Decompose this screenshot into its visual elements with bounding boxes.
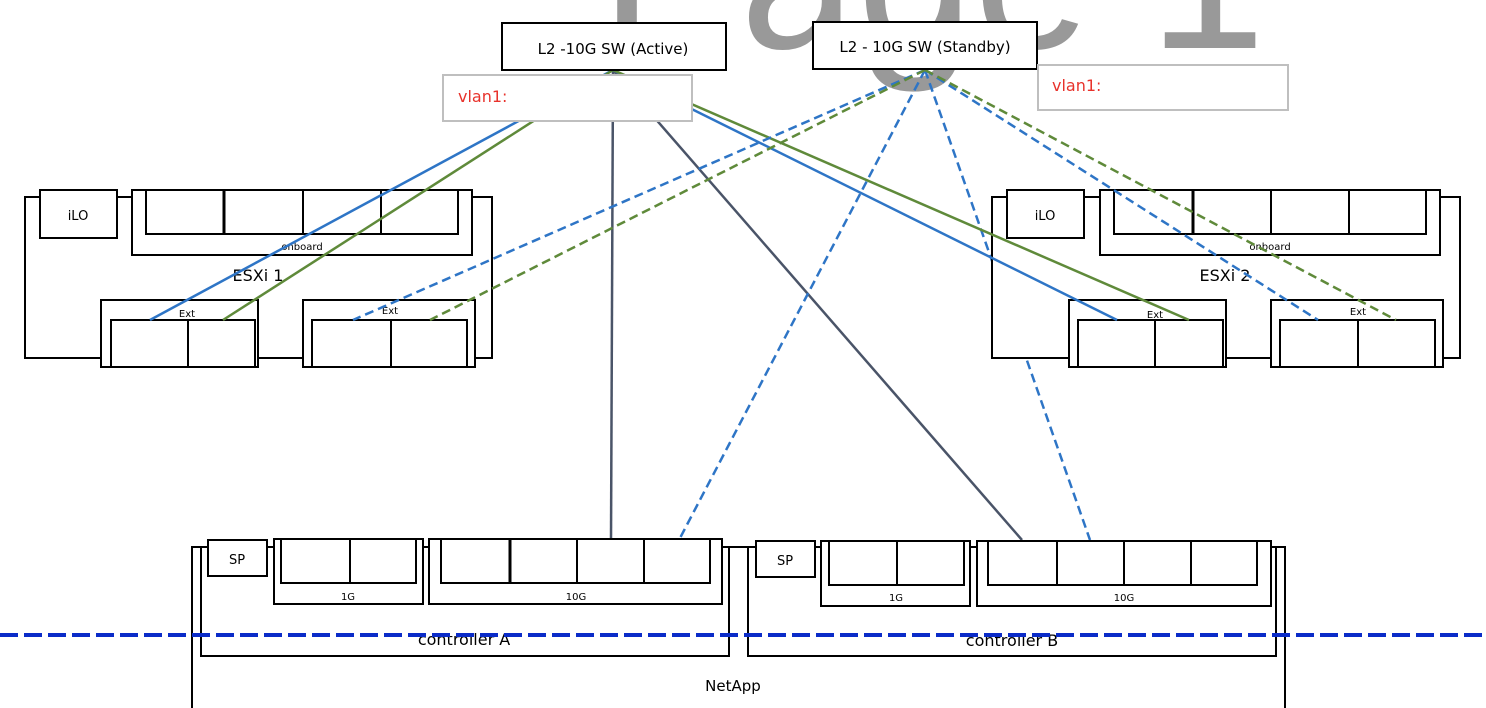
esxi-2-ext-2-label: Ext xyxy=(1350,307,1366,318)
link-active-esxi2-ext1-p1 xyxy=(612,68,1118,322)
netapp-label: NetApp xyxy=(705,677,761,695)
controller-a-sp[interactable] xyxy=(207,539,268,577)
esxi-1-ext-2-ports xyxy=(311,319,468,368)
esxi-2-name: ESXi 2 xyxy=(1200,266,1251,285)
esxi-1-ilo-label: iLO xyxy=(68,209,89,224)
controller-a-1g-label: 1G xyxy=(341,592,355,603)
standby-switch-label: L2 - 10G SW (Standby) xyxy=(839,38,1010,56)
standby-switch[interactable]: L2 - 10G SW (Standby) xyxy=(812,21,1038,70)
esxi-2-ext-1-ports xyxy=(1077,319,1224,368)
link-standby-esxi1-ext2-p2 xyxy=(429,68,926,322)
controller-b-sp-label: SP xyxy=(777,554,793,569)
esxi-1-ext-1-ports xyxy=(110,319,256,368)
esxi-1-ext-2-label: Ext xyxy=(382,306,398,317)
controller-a-10g-ports xyxy=(440,538,711,584)
esxi-2-ext-1-label: Ext xyxy=(1147,310,1163,321)
active-vlan-box[interactable] xyxy=(442,74,693,122)
active-switch-box[interactable] xyxy=(501,22,727,71)
standby-vlan-label: vlan1: xyxy=(1052,76,1101,95)
esxi-1-host[interactable]: iLO onboard ESXi 1 Ext Ext xyxy=(24,189,493,368)
esxi-1-onboard-label: onboard xyxy=(281,242,322,253)
controller-a-10g-label: 10G xyxy=(566,592,586,603)
link-active-esxi2-ext1-p2 xyxy=(612,68,1190,322)
esxi-1-name: ESXi 1 xyxy=(233,266,284,285)
standby-vlan-note[interactable]: vlan1: xyxy=(1037,64,1289,111)
link-standby-esxi2-ext2-p1 xyxy=(924,68,1319,322)
link-standby-esxi1-ext2-p1 xyxy=(352,68,926,322)
standby-vlan-box[interactable] xyxy=(1037,64,1289,111)
active-switch[interactable]: L2 -10G SW (Active) xyxy=(501,22,727,71)
controller-b-sp[interactable] xyxy=(755,540,816,578)
link-standby-controller-a xyxy=(677,69,927,541)
esxi-1-ext-1-label: Ext xyxy=(179,309,195,320)
link-active-controller-a xyxy=(609,69,615,541)
controller-b-10g-label: 10G xyxy=(1114,593,1134,604)
link-active-controller-b xyxy=(612,69,1023,541)
active-vlan-note[interactable]: vlan1: xyxy=(442,74,693,122)
netapp-storage[interactable]: NetApp SP 1G 10G controller A SP 1G 10G … xyxy=(191,538,1286,708)
esxi-2-ilo-label: iLO xyxy=(1035,209,1056,224)
active-switch-label: L2 -10G SW (Active) xyxy=(538,40,689,58)
controller-b-1g-label: 1G xyxy=(889,593,903,604)
link-standby-esxi2-ext2-p2 xyxy=(924,68,1397,322)
esxi-2-ilo[interactable] xyxy=(1006,189,1085,239)
esxi-2-onboard-label: onboard xyxy=(1249,242,1290,253)
esxi-1-ilo[interactable] xyxy=(39,189,118,239)
esxi-2-host[interactable]: iLO onboard ESXi 2 Ext Ext xyxy=(991,189,1461,368)
storage-links xyxy=(609,69,1092,541)
standby-switch-box[interactable] xyxy=(812,21,1038,70)
controller-a-label: controller A xyxy=(418,630,510,649)
controller-b-10g-ports xyxy=(987,540,1258,586)
controller-a-sp-label: SP xyxy=(229,553,245,568)
controller-a-1g-ports xyxy=(280,538,417,584)
active-vlan-label: vlan1: xyxy=(458,87,507,106)
